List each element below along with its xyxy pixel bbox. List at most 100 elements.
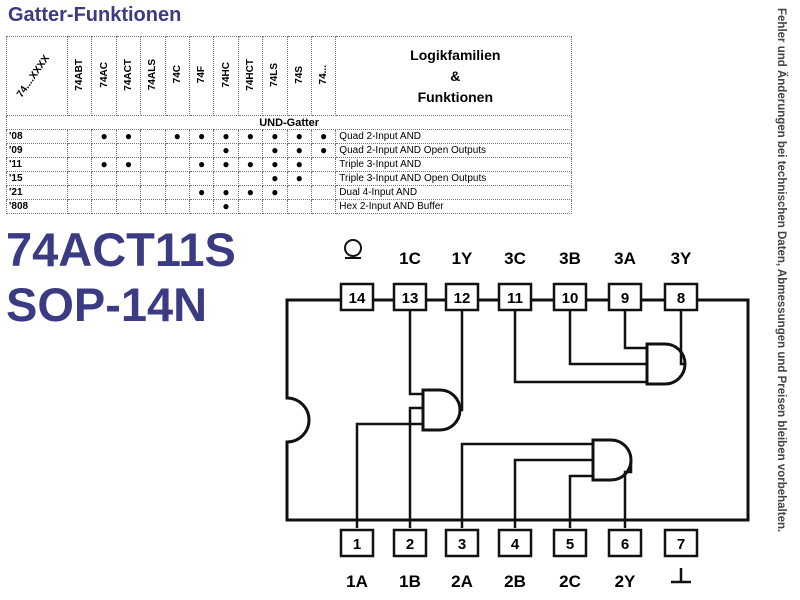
availability-cell [188,171,215,186]
availability-cell: ● [262,129,288,144]
availability-cell [115,199,142,214]
table-row: '21●●●●Dual 4-Input AND [6,185,573,200]
availability-cell: ● [286,143,312,158]
top-pin-label: 3A [614,249,636,268]
top-pin [552,282,588,312]
availability-cell [66,143,93,158]
part-code: '808 [6,199,68,214]
bottom-pin-label: 2B [504,572,526,591]
family-header: 74HCT [237,36,264,116]
part-name: 74ACT11S [6,223,236,276]
top-pin-number: 12 [454,290,471,307]
top-pin-label: 1Y [452,249,473,268]
availability-dot: ● [271,129,279,143]
availability-cell [91,171,117,186]
top-pin-number: 8 [677,290,685,307]
disclaimer-note: Fehler und Änderungen bei technischen Da… [775,8,787,533]
pinout-diagram: 1411A131C21B121Y32A113C42B103B52C93A62Y8… [285,239,750,591]
availability-dot: ● [198,129,206,143]
bottom-pin-label: 2C [559,572,581,591]
bottom-pin [444,528,480,558]
wire [460,310,464,412]
chip-body [285,298,750,522]
availability-cell [140,129,166,144]
function-table: 74....XXXX 74ABT 74AC 74ACT 74ALS 74C 74… [5,36,573,214]
and-gate-1 [421,388,462,432]
availability-cell [140,157,166,172]
availability-cell [188,143,215,158]
part-designation: 74ACT11S SOP-14N [6,222,236,332]
availability-cell: ● [188,129,215,144]
top-pin-label: 3Y [671,249,692,268]
table-row: '08●●●●●●●●●Quad 2-Input AND [6,129,573,144]
availability-dot: ● [271,143,279,157]
availability-cell: ● [213,157,239,172]
availability-dot: ● [222,185,230,199]
family-header: 74LS [262,36,288,116]
family-header: 74F [188,36,215,116]
availability-dot: ● [222,129,230,143]
bottom-pin-number: 4 [511,536,520,553]
section-row: UND-Gatter [5,115,573,130]
availability-cell: ● [115,157,142,172]
availability-cell [140,185,166,200]
bottom-pin [552,528,588,558]
availability-cell [310,171,337,186]
availability-cell [164,171,190,186]
availability-cell: ● [262,185,288,200]
top-pin-label: 1C [399,249,421,268]
availability-cell: ● [310,143,337,158]
table-row: '11●●●●●●●Triple 3-Input AND [6,157,573,172]
availability-dot: ● [246,185,255,199]
availability-dot: ● [319,143,328,157]
availability-cell [140,199,166,214]
and-gate-3 [645,342,687,386]
availability-dot: ● [246,157,255,171]
availability-cell: ● [213,129,239,144]
family-header: 74... [310,36,337,116]
availability-cell: ● [213,143,239,158]
availability-dot: ● [222,199,230,213]
availability-cell [91,143,117,158]
availability-cell [66,157,93,172]
availability-cell: ● [188,157,215,172]
family-header: 74ACT [115,36,142,116]
table-row: '15●●Triple 3-Input AND Open Outputs [6,171,573,186]
availability-cell [164,199,190,214]
table-header-row: 74....XXXX 74ABT 74AC 74ACT 74ALS 74C 74… [6,36,573,116]
availability-cell [286,185,312,200]
availability-dot: ● [295,171,303,185]
availability-cell: ● [310,129,337,144]
availability-dot: ● [173,129,181,143]
availability-dot: ● [271,185,279,199]
page-title: Gatter-Funktionen [8,4,182,26]
wire [355,422,423,528]
top-pin-number: 10 [562,290,579,307]
availability-cell [115,171,142,186]
availability-dot: ● [100,157,108,171]
availability-dot: ● [124,129,133,143]
availability-cell [164,157,190,172]
bottom-pin-label: 2A [451,572,473,591]
part-code: '15 [6,171,68,186]
top-pin-number: 14 [349,290,366,307]
wire [408,310,423,396]
wire [679,310,685,366]
top-pin-number: 9 [621,290,629,307]
availability-dot: ● [319,129,328,143]
family-header: 74AC [91,36,117,116]
availability-cell [66,171,93,186]
availability-cell [91,185,117,200]
availability-dot: ● [198,185,206,199]
corner-cell: 74....XXXX [6,36,68,116]
availability-cell [310,157,337,172]
availability-cell [262,199,288,214]
table-row: '09●●●●Quad 2-Input AND Open Outputs [6,143,573,158]
vcc-symbol-icon [344,239,363,259]
availability-cell [164,185,190,200]
function-description: Quad 2-Input AND Open Outputs [335,143,573,158]
bottom-pin-number: 2 [406,536,414,553]
availability-cell: ● [164,129,190,144]
bottom-pin [607,528,643,558]
ground-symbol-icon [671,568,691,584]
